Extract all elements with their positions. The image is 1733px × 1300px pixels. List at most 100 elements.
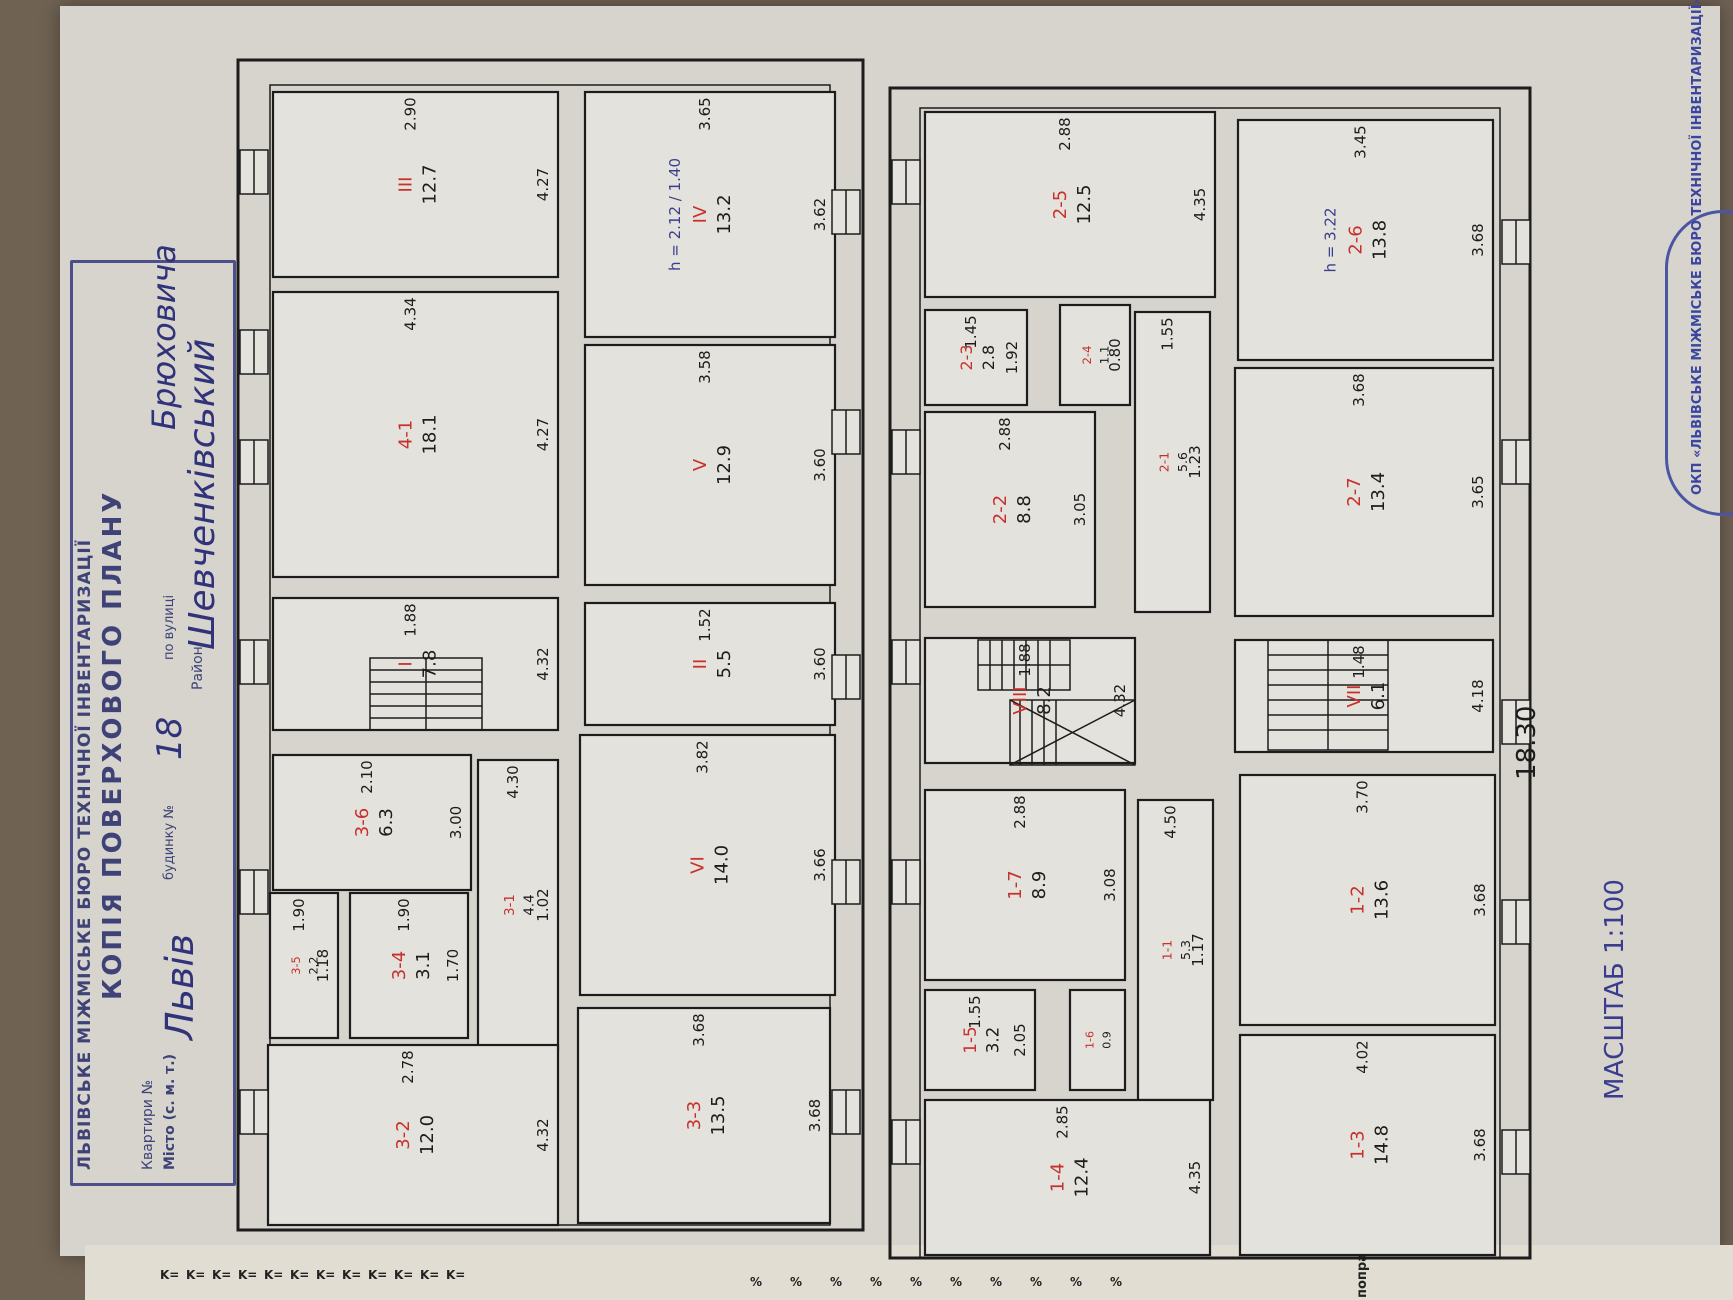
- room-dimension-length: 3.68: [806, 1099, 824, 1132]
- room-area: 6.3: [376, 808, 397, 837]
- room-v: [583, 343, 837, 587]
- room-2-3: [923, 308, 1029, 407]
- room-dimension-width: 3.70: [1354, 780, 1372, 813]
- room-dimension-width: 1.90: [290, 898, 308, 931]
- room-dimension-length: 1.02: [534, 888, 552, 921]
- room-number: 2-7: [1344, 477, 1365, 506]
- room-number: VII: [1344, 685, 1365, 708]
- room-dimension-width: 2.90: [402, 97, 420, 130]
- room-area: 8.8: [1014, 495, 1035, 524]
- room-1-6: [1068, 988, 1127, 1092]
- room-area: 14.0: [712, 845, 733, 885]
- room-number: 3-4: [389, 951, 410, 980]
- room-dimension-width: 3.65: [696, 97, 714, 130]
- k-label: K=: [342, 1268, 362, 1282]
- percent-label: %: [790, 1275, 803, 1289]
- room-dimension-length: 4.32: [534, 1118, 552, 1151]
- percent-label: %: [1070, 1275, 1083, 1289]
- room-3-3: [576, 1006, 832, 1225]
- room-dimension-width: 2.85: [1054, 1105, 1072, 1138]
- room-number: III: [396, 177, 417, 193]
- room-dimension-width: 4.30: [504, 765, 522, 798]
- room-number: 1-6: [1084, 1031, 1097, 1049]
- room-area: 7.8: [420, 650, 441, 679]
- room-dimension-length: 4.35: [1186, 1161, 1204, 1194]
- room-2-5: [923, 110, 1217, 299]
- room-area: 8.9: [1029, 871, 1050, 900]
- room-dimension-width: 3.58: [696, 350, 714, 383]
- room-2-4: [1058, 303, 1132, 407]
- room-area: 13.2: [714, 194, 735, 234]
- room-vii: [1233, 638, 1495, 754]
- room-dimension-length: 3.62: [811, 198, 829, 231]
- room-iii: [271, 90, 560, 279]
- room-dimension-length: 3.05: [1071, 493, 1089, 526]
- room-3-2: [266, 1043, 560, 1227]
- room-i: [271, 596, 560, 732]
- room-dimension-length: 4.18: [1469, 679, 1487, 712]
- room-area: 12.0: [417, 1115, 438, 1155]
- room-dimension-width: 3.68: [1350, 373, 1368, 406]
- percent-label: %: [910, 1275, 923, 1289]
- room-number: 1-5: [961, 1026, 980, 1053]
- room-dimension-width: 1.48: [1350, 645, 1368, 678]
- room-area: 4.4: [522, 894, 537, 915]
- room-number: IV: [690, 205, 711, 223]
- stair-right-lower: [1009, 699, 1136, 766]
- room-dimension-width: 1.88: [402, 603, 420, 636]
- k-label: K=: [394, 1268, 414, 1282]
- room-area: 13.5: [708, 1095, 729, 1135]
- room-dimension-width: 1.52: [696, 608, 714, 641]
- room-number: 3-1: [503, 894, 518, 916]
- room-number: 1-1: [1160, 940, 1175, 960]
- stair-right-upper: [977, 639, 1071, 691]
- room-2-7: [1233, 366, 1495, 618]
- room-area: 3.2: [984, 1027, 1003, 1054]
- overall-dimension: 18.30: [1512, 706, 1542, 780]
- room-dimension-length: 3.68: [1471, 883, 1489, 916]
- room-dimension-length: 4.35: [1191, 188, 1209, 221]
- room-height: h = 3.22: [1322, 207, 1340, 272]
- room-area: 18.1: [420, 414, 441, 454]
- room-1-2: [1238, 773, 1497, 1027]
- room-dimension-length: 3.08: [1101, 868, 1119, 901]
- room-area: 12.9: [714, 445, 735, 485]
- k-label: K=: [446, 1268, 466, 1282]
- room-number: 4-1: [396, 420, 417, 449]
- room-number: 1-2: [1348, 885, 1369, 914]
- room-1-4: [923, 1098, 1212, 1257]
- footer-k-labels: K= K= K= K= K= K= K= K= K= K= K= K=: [160, 1268, 520, 1298]
- room-2-1: [1133, 310, 1212, 614]
- room-number: 3-5: [289, 956, 303, 975]
- room-3-1: [476, 758, 560, 1052]
- percent-label: %: [750, 1275, 763, 1289]
- percent-label: %: [1030, 1275, 1043, 1289]
- room-dimension-length: 4.27: [534, 418, 552, 451]
- k-label: K=: [186, 1268, 206, 1282]
- room-dimension-length: 0.80: [1106, 338, 1124, 371]
- room-1-5: [923, 988, 1037, 1092]
- room-dimension-length: 1.18: [314, 949, 332, 982]
- room-number: 2-5: [1050, 190, 1071, 219]
- room-area: 14.8: [1372, 1125, 1393, 1165]
- room-area: 13.6: [1372, 880, 1393, 920]
- room-dimension-length: 1.23: [1186, 445, 1204, 478]
- k-label: K=: [264, 1268, 284, 1282]
- room-dimension-width: 1.45: [962, 315, 980, 348]
- room-number: 3-6: [352, 808, 373, 837]
- room-dimension-length: 1.17: [1189, 933, 1207, 966]
- room-dimension-length: 3.60: [811, 647, 829, 680]
- room-dimension-width: 1.55: [966, 995, 984, 1028]
- room-number: 2-6: [1346, 225, 1367, 254]
- room-dimension-length: 1.70: [444, 949, 462, 982]
- left-section-outer-wall: [236, 58, 865, 1232]
- room-number: VI: [688, 856, 709, 874]
- room-1-3: [1238, 1033, 1497, 1257]
- room-area: 0.9: [1101, 1031, 1114, 1049]
- room-area: 5.3: [1178, 940, 1193, 960]
- room-number: 2-3: [957, 345, 976, 371]
- room-dimension-width: 2.88: [1056, 117, 1074, 150]
- percent-label: %: [870, 1275, 883, 1289]
- room-number: 3-2: [393, 1120, 414, 1149]
